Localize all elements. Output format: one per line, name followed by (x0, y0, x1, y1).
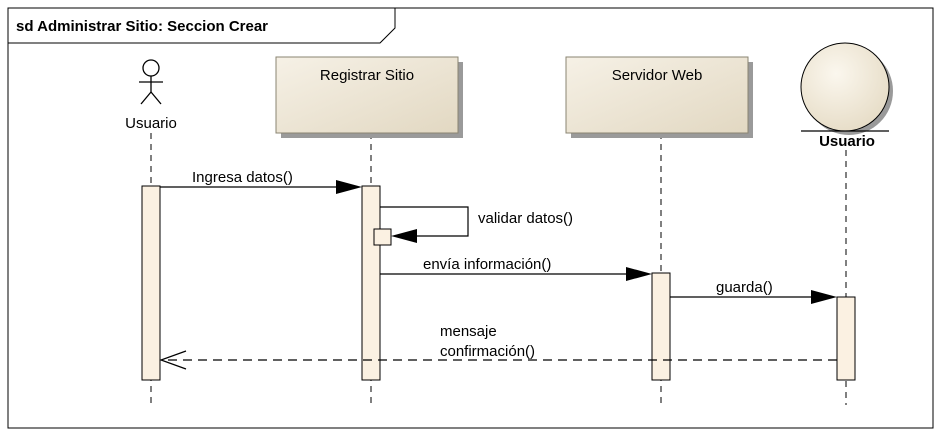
servidor-box (565, 56, 749, 134)
message-envia-informacion-label: envía información() (423, 256, 551, 273)
message-confirmacion-label-line2: confirmación() (440, 343, 535, 360)
registrar-label: Registrar Sitio (320, 67, 414, 84)
message-ingresa-datos-label: Ingresa datos() (192, 169, 293, 186)
message-validar-datos-line (380, 206, 469, 237)
servidor-label: Servidor Web (612, 67, 703, 84)
activation-registrar (361, 185, 381, 381)
activation-servidor (651, 272, 671, 381)
frame-title-tab (7, 7, 396, 44)
message-guarda-arrowhead (811, 290, 837, 304)
message-validar-datos-arrowhead (391, 229, 417, 243)
message-envia-informacion-arrowhead (626, 267, 652, 281)
actor-label: Usuario (125, 115, 177, 132)
frame-title: sd Administrar Sitio: Seccion Crear (16, 18, 268, 35)
message-confirmacion-label-line1: mensaje (440, 323, 497, 340)
message-confirmacion-arrowhead (159, 350, 187, 370)
activation-registrar-self (373, 228, 392, 246)
entity-label: Usuario (819, 133, 875, 150)
actor-figure (139, 59, 163, 105)
message-guarda-label: guarda() (716, 279, 773, 296)
activation-entity (836, 296, 856, 381)
message-validar-datos-label: validar datos() (478, 210, 573, 227)
registrar-box (275, 56, 459, 134)
diagram-frame (7, 7, 934, 429)
message-ingresa-datos-arrowhead (336, 180, 362, 194)
entity-circle (800, 42, 890, 132)
activation-actor (141, 185, 161, 381)
